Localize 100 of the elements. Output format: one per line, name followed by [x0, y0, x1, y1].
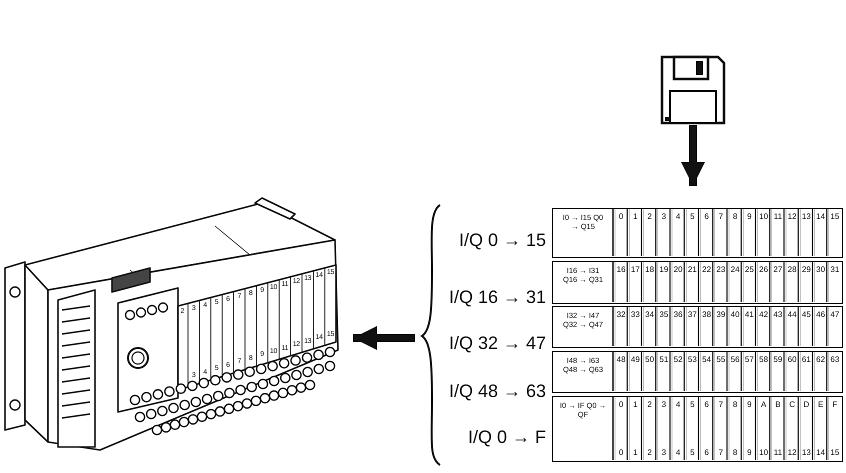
- channel-number: 56: [730, 355, 741, 364]
- channel-number: 62: [815, 355, 826, 364]
- channel-number: 34: [644, 310, 656, 319]
- channel-number: 33: [630, 310, 641, 319]
- channel-number: 7: [718, 448, 724, 457]
- channel-number: 2: [646, 448, 653, 457]
- channel-number: 28: [786, 265, 798, 274]
- channel-number: 4: [674, 212, 682, 221]
- channel-number: 59: [772, 355, 784, 364]
- channel-number: 41: [744, 310, 755, 319]
- channel-number: 3: [660, 400, 668, 409]
- channel-number: F: [831, 400, 838, 409]
- channel-number: 45: [800, 310, 812, 319]
- arrow: [353, 326, 415, 350]
- channel-number: 8: [732, 212, 738, 221]
- channel-number: 4: [674, 400, 682, 409]
- channel-number: 32: [616, 310, 627, 319]
- channel-number: 7: [718, 212, 724, 221]
- channel-number: 57: [744, 355, 755, 364]
- channel-number: 44: [786, 310, 798, 319]
- channel-number: 11: [772, 212, 784, 221]
- channel-number: C: [788, 400, 796, 409]
- channel-number: 26: [758, 265, 770, 274]
- channel-number: 6: [703, 448, 710, 457]
- channel-number: 43: [772, 310, 784, 319]
- label-strip: [552, 306, 843, 348]
- channel-number: 52: [672, 355, 684, 364]
- channel-number: 0: [618, 212, 624, 221]
- channel-number: 13: [800, 448, 812, 457]
- channel-number: 11: [772, 448, 784, 457]
- label-strip: [552, 208, 843, 258]
- row-label: I/Q 0 → 15: [458, 229, 546, 251]
- channel-number: 15: [829, 448, 840, 457]
- channel-number: 30: [815, 265, 826, 274]
- channel-number: 38: [701, 310, 712, 319]
- channel-number: 27: [772, 265, 784, 274]
- row-label: I/Q 16 → 31: [448, 286, 546, 308]
- channel-number: 47: [829, 310, 840, 319]
- channel-number: 2: [646, 400, 653, 409]
- channel-number: 7: [718, 400, 724, 409]
- channel-number: E: [816, 400, 824, 409]
- channel-number: 24: [730, 265, 741, 274]
- channel-number: 3: [660, 448, 668, 457]
- channel-number: 5: [689, 400, 696, 409]
- label-strip: [552, 396, 843, 462]
- channel-number: 14: [815, 448, 826, 457]
- channel-number: 10: [758, 212, 770, 221]
- channel-number: 21: [686, 265, 698, 274]
- channel-number: 12: [786, 448, 798, 457]
- channel-number: 8: [732, 400, 738, 409]
- channel-number: 6: [703, 400, 710, 409]
- channel-number: 42: [758, 310, 770, 319]
- channel-number: 37: [686, 310, 698, 319]
- channel-number: 36: [672, 310, 684, 319]
- channel-number: 46: [815, 310, 826, 319]
- channel-number: 10: [758, 448, 770, 457]
- channel-number: 31: [829, 265, 840, 274]
- channel-number: 16: [616, 265, 627, 274]
- channel-number: B: [774, 400, 782, 409]
- channel-number: 53: [686, 355, 698, 364]
- channel-number: 23: [715, 265, 726, 274]
- channel-number: 55: [715, 355, 726, 364]
- channel-number: 2: [646, 212, 653, 221]
- channel-number: 8: [732, 448, 738, 457]
- channel-number: 5: [689, 448, 696, 457]
- channel-number: 25: [744, 265, 755, 274]
- arrow: [681, 125, 705, 186]
- channel-number: 18: [644, 265, 656, 274]
- channel-number: 17: [630, 265, 641, 274]
- channel-number: 12: [786, 212, 798, 221]
- channel-number: 58: [758, 355, 770, 364]
- channel-number: 4: [674, 448, 682, 457]
- label-strip: [552, 351, 843, 393]
- channel-number: 61: [800, 355, 812, 364]
- channel-number: 9: [746, 212, 753, 221]
- label-strip: [552, 261, 843, 304]
- channel-number: 54: [701, 355, 712, 364]
- channel-number: 48: [616, 355, 627, 364]
- channel-number: 9: [746, 400, 753, 409]
- channel-number: 1: [632, 212, 639, 221]
- channel-number: D: [802, 400, 810, 409]
- channel-number: 1: [632, 400, 639, 409]
- channel-number: 0: [618, 400, 624, 409]
- channel-number: 40: [730, 310, 741, 319]
- channel-number: 49: [630, 355, 641, 364]
- channel-number: 22: [701, 265, 712, 274]
- channel-number: 60: [786, 355, 798, 364]
- channel-number: 3: [660, 212, 668, 221]
- channel-number: 9: [746, 448, 753, 457]
- channel-number: 20: [672, 265, 684, 274]
- row-label: I/Q 48 → 63: [448, 380, 546, 402]
- row-label: I/Q 32 → 47: [448, 332, 546, 354]
- channel-number: 50: [644, 355, 656, 364]
- channel-number: 29: [800, 265, 812, 274]
- channel-number: 14: [815, 212, 826, 221]
- channel-number: 6: [703, 212, 710, 221]
- channel-number: 5: [689, 212, 696, 221]
- channel-number: 1: [632, 448, 639, 457]
- channel-number: 19: [658, 265, 670, 274]
- channel-number: 0: [618, 448, 624, 457]
